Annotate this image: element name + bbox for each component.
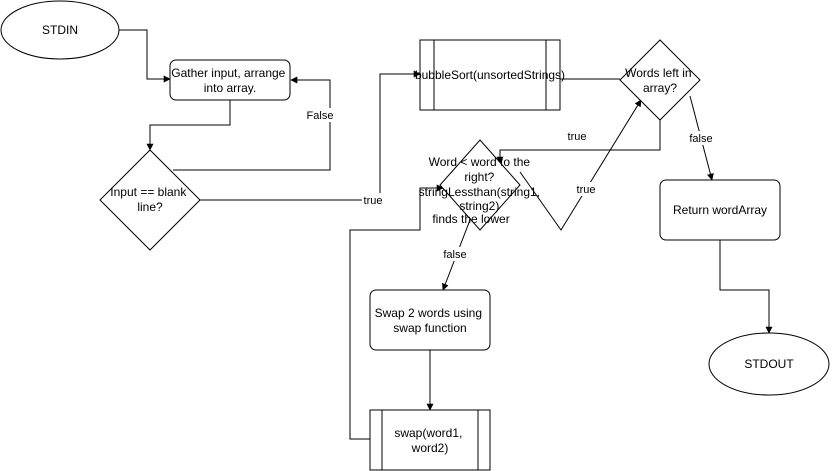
svg-text:Gather input, arrange in: Gather input, arrange into array. <box>171 66 288 95</box>
input-check-label-line1: Input == blank <box>110 185 187 199</box>
return-word-array-process[interactable]: Return wordArray <box>659 179 781 241</box>
swap-call-label-line2: word2) <box>411 441 449 455</box>
stdin-label: STDIN <box>42 23 78 37</box>
svg-text:Word < word to the right: Word < word to the right? stringLessthan… <box>419 155 544 226</box>
compare-label-line2: right? <box>464 170 494 184</box>
return-label: Return wordArray <box>673 203 767 217</box>
svg-text:true: true <box>364 195 383 207</box>
edge-label-input-true: true <box>362 193 384 207</box>
edge-label-compare-false: false <box>442 247 468 261</box>
gather-label-line1: Gather input, arrange <box>171 66 285 80</box>
compare-label-line3: stringLessthan(string1, <box>419 185 540 199</box>
swap-words-process[interactable]: Swap 2 words using swap function <box>369 289 491 351</box>
edge-stdin-to-gather <box>118 29 171 83</box>
compare-label-line1: Word < word to the <box>429 155 531 169</box>
svg-text:Swap 2 words using swap: Swap 2 words using swap function <box>375 306 486 335</box>
input-check-label-line2: line? <box>137 200 163 214</box>
stdout-terminator[interactable]: STDOUT <box>708 332 830 396</box>
svg-text:False: False <box>307 110 334 122</box>
edge-words-left-true-to-compare <box>496 117 661 164</box>
compare-label-line5: finds the lower <box>432 212 509 226</box>
edge-compare-true-to-words-left <box>519 99 642 231</box>
bubblesort-subprocess[interactable]: bubbleSort(unsortedStrings) <box>415 39 565 111</box>
words-left-decision[interactable]: Words left in array? <box>619 39 701 121</box>
gather-input-process[interactable]: Gather input, arrange into array. <box>169 59 291 101</box>
compare-words-decision[interactable]: Word < word to the right? stringLessthan… <box>419 139 544 231</box>
words-left-label-line2: array? <box>643 81 677 95</box>
svg-text:Input == blank line?: Input == blank line? <box>110 185 189 214</box>
svg-text:Words left in array?: Words left in array? <box>625 66 695 95</box>
edge-swap-call-to-compare <box>349 184 444 440</box>
swap-words-label-line2: swap function <box>393 321 466 335</box>
edge-label-words-left-false: false <box>688 131 714 145</box>
input-blank-decision[interactable]: Input == blank line? <box>99 149 201 251</box>
svg-text:true: true <box>568 131 587 143</box>
edge-label-compare-true: true <box>575 182 597 196</box>
svg-text:false: false <box>443 249 466 261</box>
bubblesort-label: bubbleSort(unsortedStrings) <box>415 68 565 82</box>
words-left-label-line1: Words left in <box>625 66 691 80</box>
swap-words-label-line1: Swap 2 words using <box>375 306 482 320</box>
svg-text:true: true <box>577 184 596 196</box>
swap-call-subprocess[interactable]: swap(word1, word2) <box>369 409 491 471</box>
swap-call-label-line1: swap(word1, <box>394 426 462 440</box>
gather-label-line2: into array. <box>204 81 256 95</box>
stdout-label: STDOUT <box>744 357 794 371</box>
edge-return-to-stdout <box>719 240 773 334</box>
compare-label-line4: string2) <box>459 199 499 213</box>
edge-input-false-loop <box>173 76 331 171</box>
edge-label-input-false: False <box>304 108 334 122</box>
edge-label-words-left-true: true <box>566 129 588 143</box>
svg-text:swap(word1, word2): swap(word1, word2) <box>394 426 465 455</box>
edge-gather-to-input-check <box>146 100 231 151</box>
stdin-terminator[interactable]: STDIN <box>0 0 120 60</box>
svg-text:false: false <box>689 133 712 145</box>
edge-input-true-to-bubblesort <box>200 70 421 201</box>
